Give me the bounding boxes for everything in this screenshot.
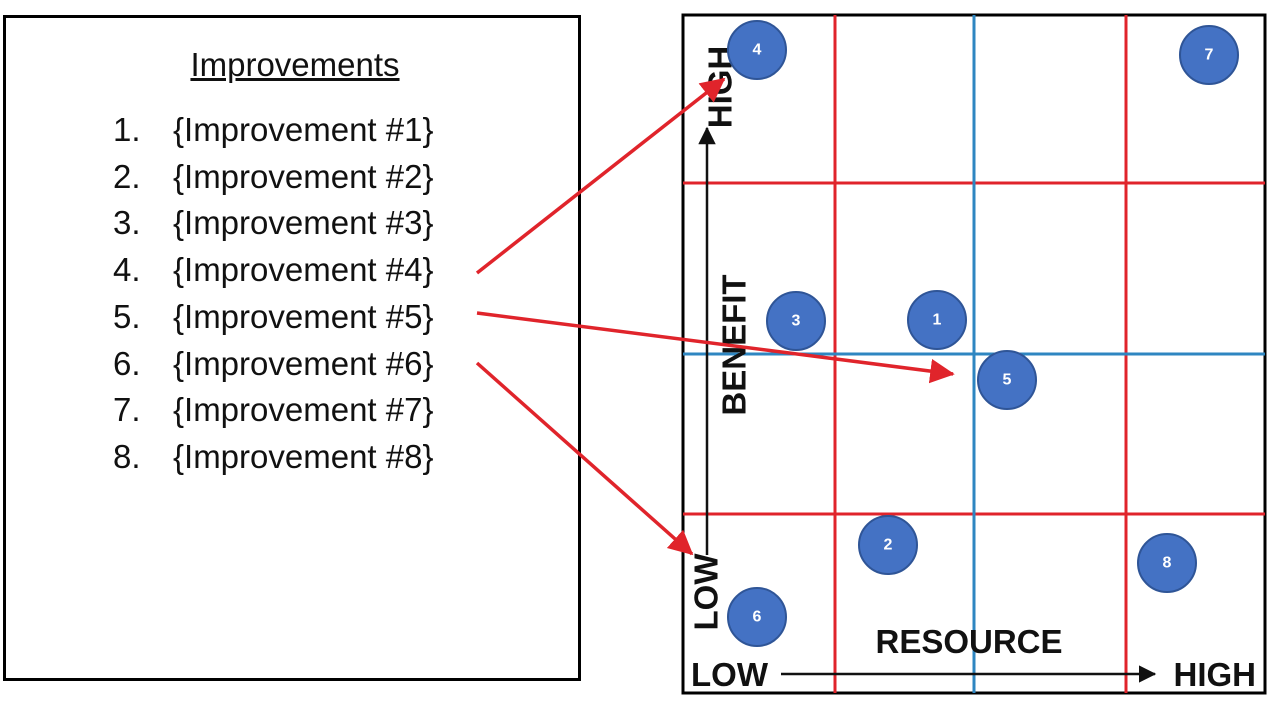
list-item-text: {Improvement #5} xyxy=(173,297,434,335)
list-item-number: 1. xyxy=(113,111,141,148)
bubble: 6 xyxy=(727,587,787,647)
list-item-text: {Improvement #6} xyxy=(173,344,434,382)
list-item-text: {Improvement #4} xyxy=(173,251,434,289)
list-item-text: {Improvement #8} xyxy=(173,437,434,475)
connector-arrow xyxy=(475,77,726,275)
list-item: 1. {Improvement #1} xyxy=(113,107,434,154)
bubble-label: 1 xyxy=(933,312,942,329)
list-item: 7. {Improvement #7} xyxy=(113,387,434,434)
bubble-label: 7 xyxy=(1205,47,1214,64)
list-item-number: 7. xyxy=(113,391,141,429)
list-item-number: 6. xyxy=(113,344,141,382)
improvements-title: Improvements xyxy=(190,46,400,83)
improvements-panel: Improvements xyxy=(3,15,581,681)
bubble: 5 xyxy=(977,350,1037,410)
list-item-number: 3. xyxy=(113,204,141,242)
list-item: 3. {Improvement #3} xyxy=(113,200,434,247)
grid-lines xyxy=(683,15,1265,693)
list-item-number: 5. xyxy=(113,297,141,335)
connector-arrow xyxy=(476,311,955,384)
list-item-text: {Improvement #7} xyxy=(173,391,434,429)
bubble-label: 5 xyxy=(1003,372,1012,389)
bubble: 8 xyxy=(1137,533,1197,593)
x-axis-low-label: LOW xyxy=(691,656,769,693)
connector-arrow xyxy=(475,361,694,556)
list-item: 6. {Improvement #6} xyxy=(113,341,434,388)
bubble: 1 xyxy=(907,290,967,350)
bubble-label: 6 xyxy=(753,609,762,626)
list-item-number: 2. xyxy=(113,157,141,195)
bubble-label: 4 xyxy=(753,42,762,59)
bubbles: 4 7 3 1 5 2 8 6 xyxy=(727,20,1239,647)
bubble-label: 8 xyxy=(1163,555,1172,572)
list-item-number: 8. xyxy=(113,437,141,475)
list-item: 4. {Improvement #4} xyxy=(113,247,434,294)
bubble: 4 xyxy=(727,20,787,80)
list-item-text: {Improvement #2} xyxy=(173,157,434,195)
bubble-label: 2 xyxy=(884,537,893,554)
bubble-label: 3 xyxy=(792,313,801,330)
bubble: 3 xyxy=(766,291,826,351)
list-item: 8. {Improvement #8} xyxy=(113,434,434,481)
list-item-text: {Improvement #3} xyxy=(173,204,434,242)
list-item-text: {Improvement #1} xyxy=(173,111,434,148)
x-axis-high-label: HIGH xyxy=(1174,656,1257,693)
list-item: 5. {Improvement #5} xyxy=(113,294,434,341)
y-axis-low-label: LOW xyxy=(688,553,725,631)
improvements-list: 1. {Improvement #1} 2. {Improvement #2} 3.… xyxy=(113,107,434,481)
list-item: 2. {Improvement #2} xyxy=(113,154,434,201)
bubble: 7 xyxy=(1179,25,1239,85)
x-axis-title: RESOURCE xyxy=(875,623,1062,660)
list-item-number: 4. xyxy=(113,251,141,289)
connector-arrows xyxy=(475,77,955,556)
bubble: 2 xyxy=(858,515,918,575)
